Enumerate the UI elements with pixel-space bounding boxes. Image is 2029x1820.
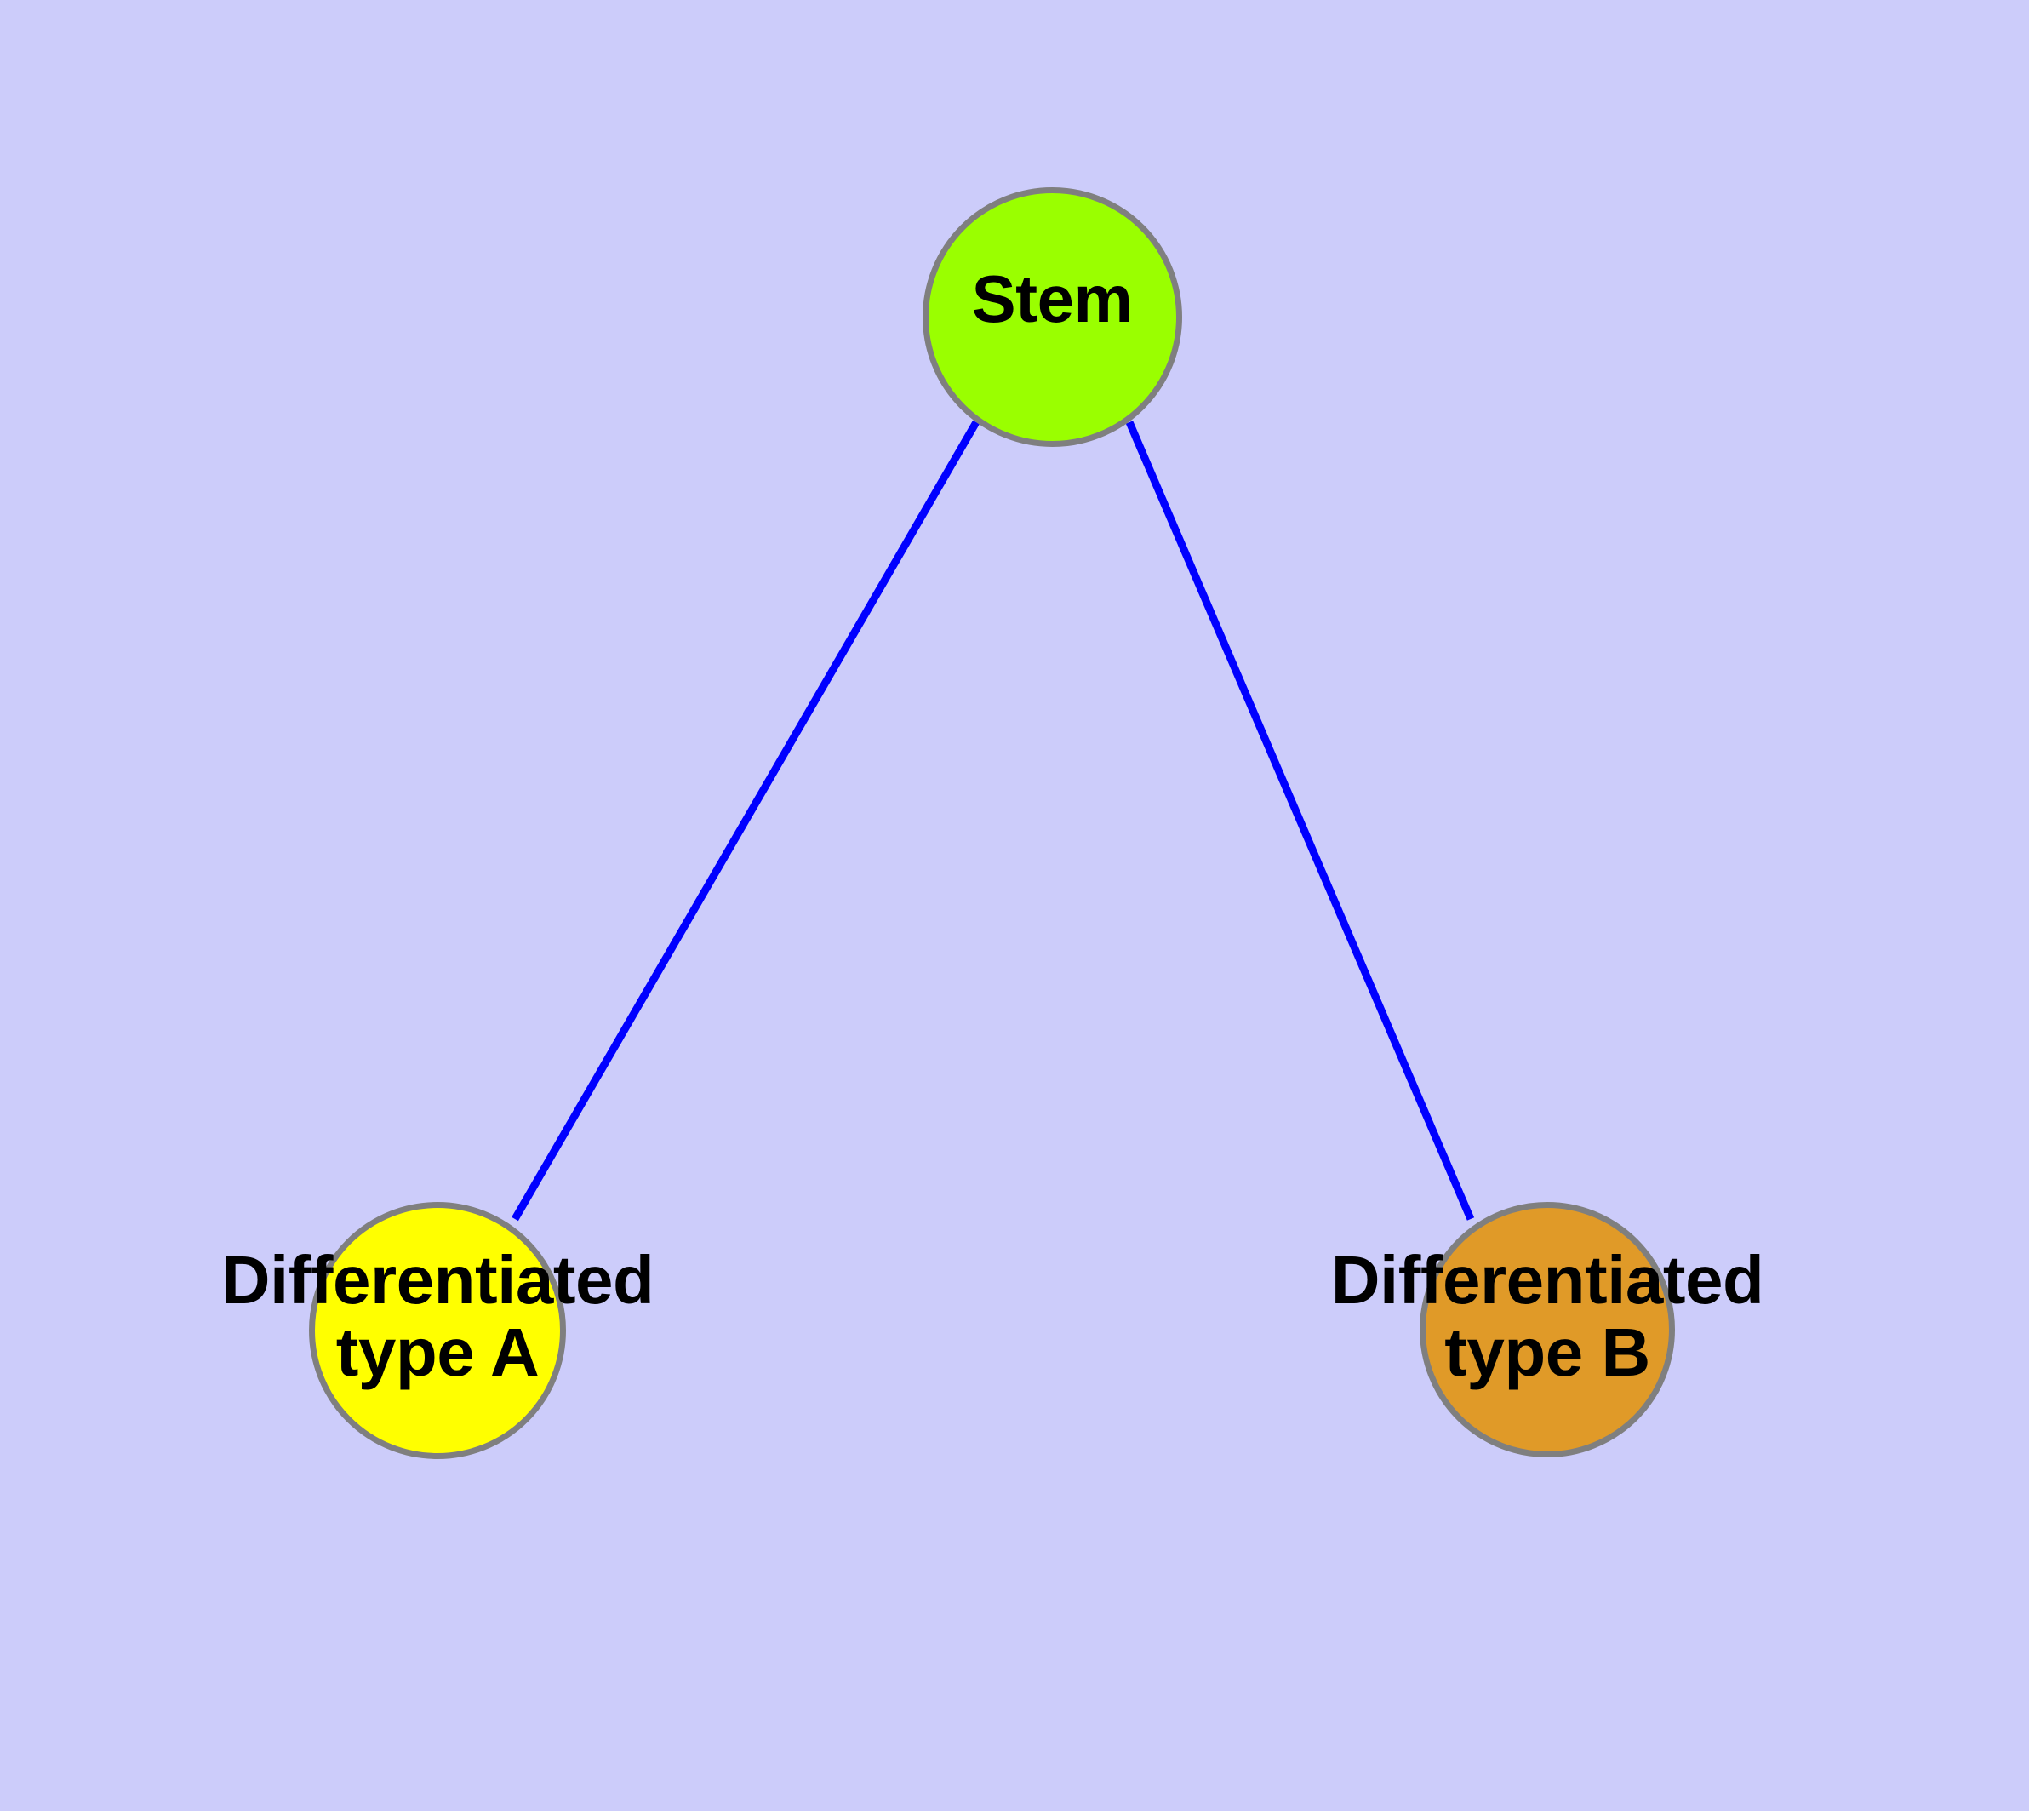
node-stem[interactable] xyxy=(923,187,1182,447)
node-differentiated-type-b[interactable] xyxy=(1420,1202,1675,1457)
edge-stem-to-differentiated-b xyxy=(1125,421,1475,1221)
edge-stem-to-differentiated-a xyxy=(512,420,980,1222)
node-differentiated-type-a[interactable] xyxy=(309,1202,566,1459)
